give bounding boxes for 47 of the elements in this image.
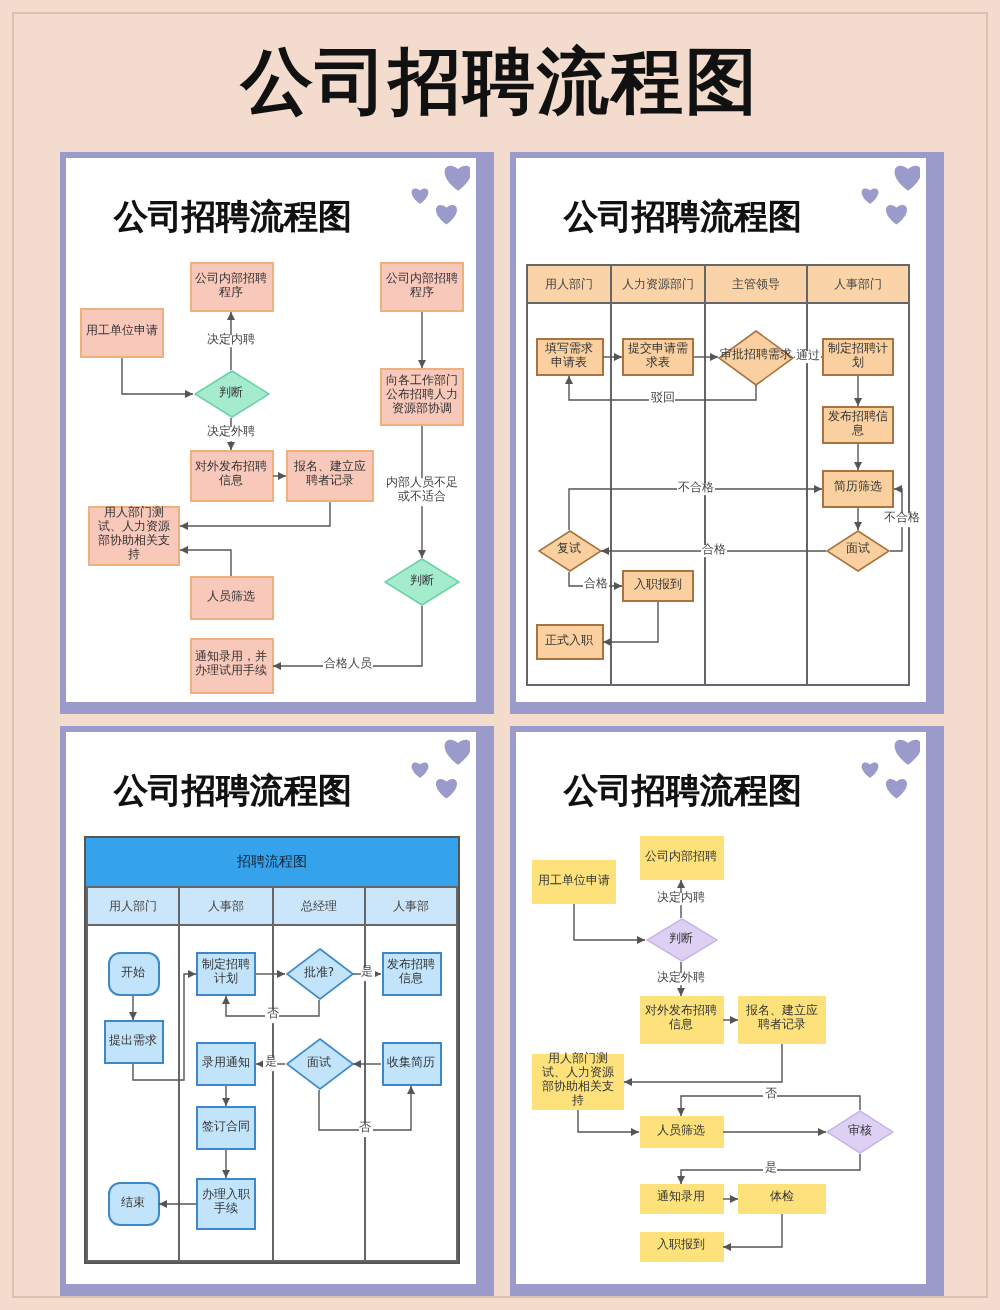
arrow xyxy=(677,1153,861,1185)
arrow xyxy=(573,903,646,944)
arrow xyxy=(600,547,827,555)
panel-card xyxy=(60,152,494,714)
arrow xyxy=(889,485,903,552)
arrow xyxy=(179,546,232,577)
arrow xyxy=(602,601,659,646)
panel-card xyxy=(510,726,944,1296)
arrow xyxy=(352,1060,382,1068)
arrow xyxy=(272,472,287,480)
arrow xyxy=(693,353,719,361)
arrow xyxy=(722,1195,739,1203)
arrow xyxy=(158,1200,197,1208)
swimlane-table xyxy=(84,836,460,1264)
arrow xyxy=(222,1149,230,1179)
swimlane xyxy=(704,264,808,686)
arrow xyxy=(132,970,197,1081)
panel-title: 公司招聘流程图 xyxy=(564,200,802,238)
swimlane xyxy=(806,264,910,686)
arrow xyxy=(418,311,426,369)
arrow xyxy=(222,1085,230,1107)
arrow xyxy=(854,507,862,531)
arrow xyxy=(854,443,862,471)
page-title: 公司招聘流程图 xyxy=(241,44,759,124)
arrow xyxy=(318,1085,415,1131)
swimlane xyxy=(86,886,180,1262)
arrow xyxy=(677,1095,861,1117)
arrow xyxy=(722,1016,739,1024)
panel-card xyxy=(510,152,944,714)
arrow xyxy=(602,353,623,361)
panel-card xyxy=(60,726,494,1296)
arrow xyxy=(565,375,757,401)
arrow xyxy=(121,357,194,398)
arrow xyxy=(179,501,331,530)
swimlane xyxy=(526,264,612,686)
arrow xyxy=(623,1043,783,1086)
panel-title: 公司招聘流程图 xyxy=(564,774,802,812)
arrow xyxy=(577,1109,640,1136)
panel-title: 公司招聘流程图 xyxy=(114,200,352,238)
arrow xyxy=(854,375,862,407)
arrow xyxy=(129,995,137,1021)
arrow xyxy=(722,1213,783,1251)
arrow xyxy=(722,1128,827,1136)
arrow xyxy=(222,995,320,1017)
arrow xyxy=(568,485,823,531)
arrow xyxy=(255,970,286,978)
panel-title: 公司招聘流程图 xyxy=(114,774,352,812)
